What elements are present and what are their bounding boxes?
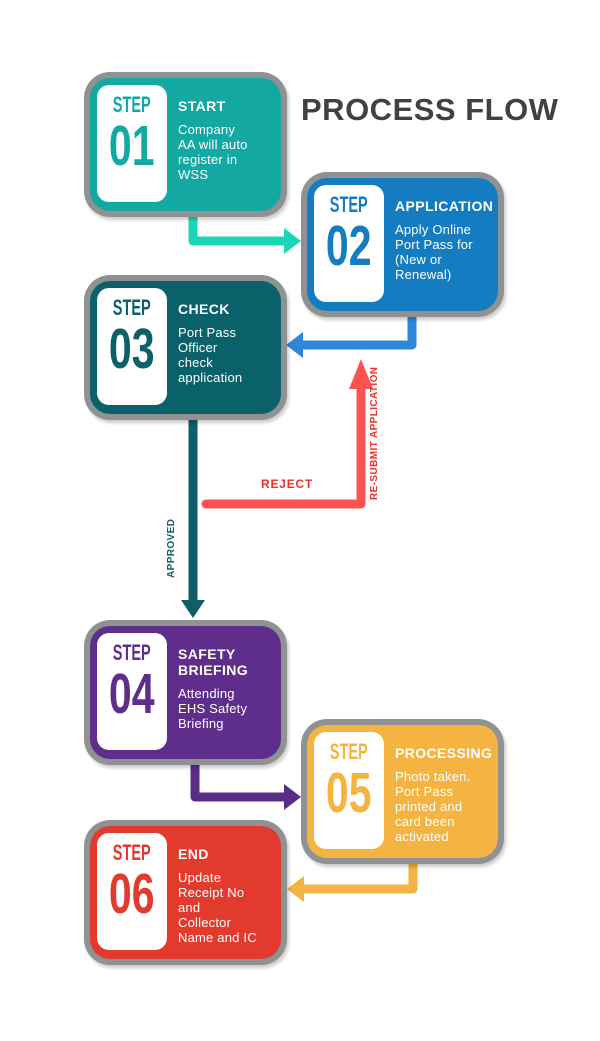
- step-2-text: APPLICATION Apply Online Port Pass for (…: [395, 198, 494, 283]
- step-2-title: APPLICATION: [395, 198, 494, 214]
- step-6-text: END Update Receipt No and Collector Name…: [178, 846, 275, 945]
- arrow-step3-to-step4-approved: [181, 416, 205, 618]
- step-6-number: 06: [109, 862, 155, 926]
- step-5-card: STEP 05 PROCESSING Photo taken. Port Pas…: [301, 719, 504, 864]
- step-6-card: STEP 06 END Update Receipt No and Collec…: [84, 820, 287, 965]
- step-6-word: STEP: [113, 840, 151, 865]
- step-5-badge: STEP 05: [314, 732, 384, 849]
- step-1-badge: STEP 01: [97, 85, 167, 202]
- step-5-word: STEP: [330, 739, 368, 764]
- step-4-card-inner: STEP 04 SAFETY BRIEFING Attending EHS Sa…: [90, 626, 281, 759]
- step-3-badge: STEP 03: [97, 288, 167, 405]
- step-3-word: STEP: [113, 295, 151, 320]
- step-5-title: PROCESSING: [395, 745, 493, 761]
- step-5-card-inner: STEP 05 PROCESSING Photo taken. Port Pas…: [307, 725, 498, 858]
- step-4-text: SAFETY BRIEFING Attending EHS Safety Bri…: [178, 646, 275, 731]
- reject-label: REJECT: [261, 477, 314, 491]
- step-1-card-inner: STEP 01 START Company AA will auto regis…: [90, 78, 281, 211]
- step-2-card: STEP 02 APPLICATION Apply Online Port Pa…: [301, 172, 504, 317]
- step-3-body: Port Pass Officer check application: [178, 325, 243, 386]
- step-2-card-inner: STEP 02 APPLICATION Apply Online Port Pa…: [307, 178, 498, 311]
- step-4-title: SAFETY BRIEFING: [178, 646, 249, 679]
- step-3-text: CHECK Port Pass Officer check applicatio…: [178, 301, 275, 385]
- step-4-badge: STEP 04: [97, 633, 167, 750]
- step-3-title: CHECK: [178, 301, 230, 317]
- step-2-number: 02: [326, 214, 372, 278]
- arrow-step4-to-step5: [190, 765, 301, 810]
- arrow-step5-to-step6: [287, 861, 418, 902]
- step-1-body: Company AA will auto register in WSS: [178, 122, 248, 183]
- step-1-title: START: [178, 98, 226, 114]
- step-5-number: 05: [326, 761, 372, 825]
- step-1-card: STEP 01 START Company AA will auto regis…: [84, 72, 287, 217]
- step-5-text: PROCESSING Photo taken. Port Pass printe…: [395, 745, 492, 844]
- approved-label: APPROVED: [166, 518, 177, 578]
- step-4-word: STEP: [113, 640, 151, 665]
- step-1-text: START Company AA will auto register in W…: [178, 98, 275, 182]
- step-6-body: Update Receipt No and Collector Name and…: [178, 870, 257, 946]
- step-4-body: Attending EHS Safety Briefing: [178, 686, 248, 732]
- arrow-step1-to-step2: [188, 215, 301, 254]
- resubmit-application-label: RE-SUBMIT APPLICATION: [369, 366, 380, 500]
- step-3-card: STEP 03 CHECK Port Pass Officer check ap…: [84, 275, 287, 420]
- step-4-number: 04: [109, 662, 155, 726]
- step-3-card-inner: STEP 03 CHECK Port Pass Officer check ap…: [90, 281, 281, 414]
- step-2-body: Apply Online Port Pass for (New or Renew…: [395, 222, 473, 283]
- page-title: PROCESS FLOW: [301, 92, 559, 127]
- step-3-number: 03: [109, 317, 155, 381]
- step-5-body: Photo taken. Port Pass printed and card …: [395, 769, 471, 845]
- step-2-word: STEP: [330, 192, 368, 217]
- arrow-step2-to-step3: [286, 315, 417, 358]
- step-6-card-inner: STEP 06 END Update Receipt No and Collec…: [90, 826, 281, 959]
- step-4-card: STEP 04 SAFETY BRIEFING Attending EHS Sa…: [84, 620, 287, 765]
- step-6-title: END: [178, 846, 209, 862]
- step-1-word: STEP: [113, 92, 151, 117]
- step-1-number: 01: [109, 114, 155, 178]
- step-2-badge: STEP 02: [314, 185, 384, 302]
- step-6-badge: STEP 06: [97, 833, 167, 950]
